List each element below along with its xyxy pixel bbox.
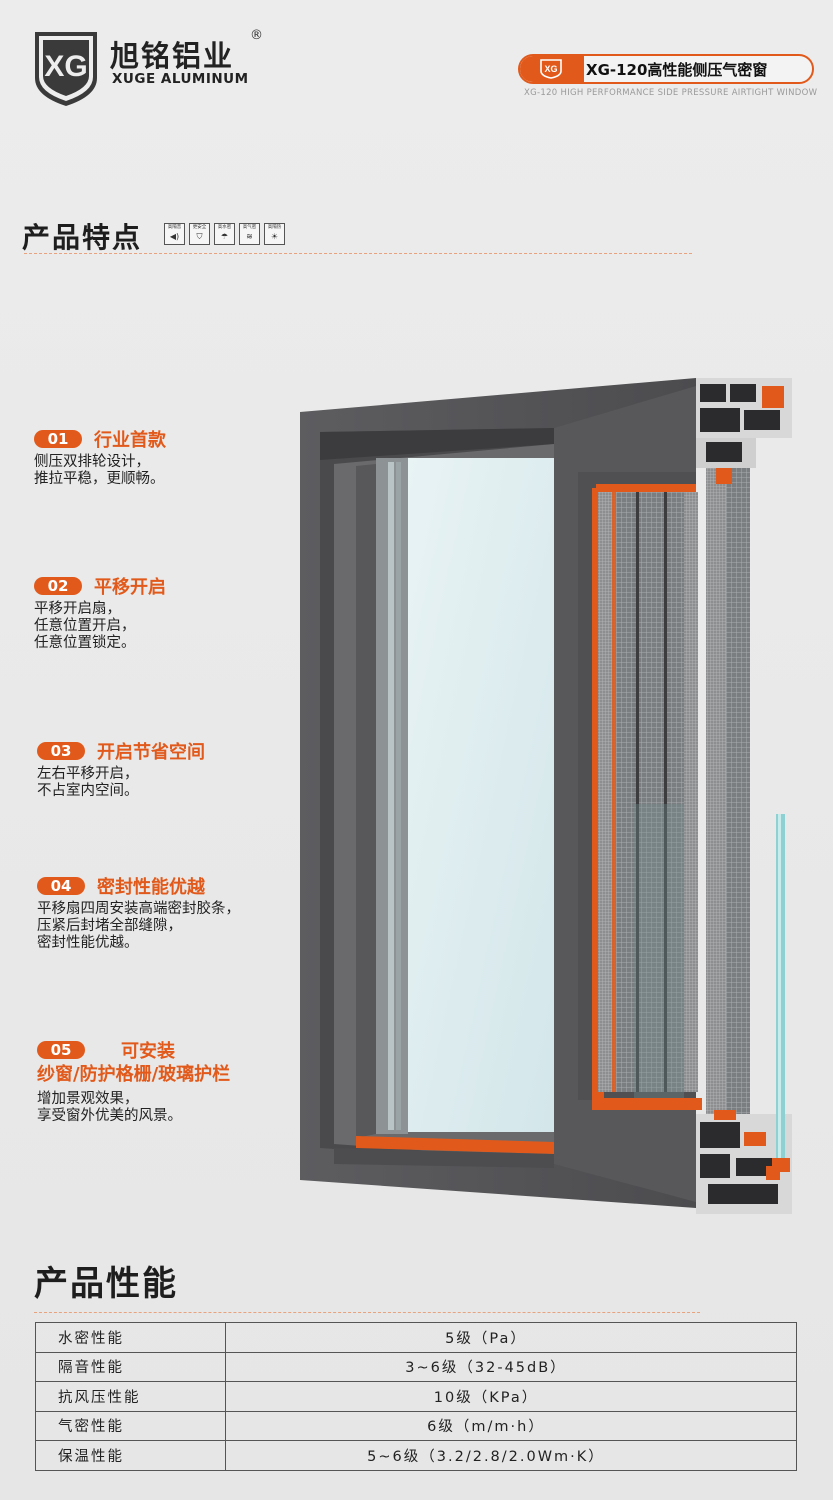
section-divider <box>24 253 692 254</box>
feature-desc-line: 左右平移开启， <box>37 766 139 782</box>
feature-desc-line: 推拉平稳，更顺畅。 <box>34 471 165 487</box>
table-row: 气密性能 6级（m/m·h） <box>35 1410 797 1441</box>
brand-logo: XG <box>35 32 97 106</box>
feature-title: 密封性能优越 <box>97 877 205 898</box>
feature-desc-line: 侧压双排轮设计， <box>34 454 150 470</box>
feature-number-badge: 02 <box>34 577 82 595</box>
feature-item: 02 平移开启 平移开启扇， 任意位置开启， 任意位置锁定。 <box>34 573 166 652</box>
feature-desc-line: 任意位置开启， <box>34 618 136 634</box>
feature-desc-line: 密封性能优越。 <box>37 935 139 951</box>
feature-desc-line: 平移开启扇， <box>34 601 121 617</box>
performance-heading: 产品性能 <box>34 1264 178 1304</box>
small-logo-icon: XG <box>540 59 562 79</box>
feature-item: 03 开启节省空间 左右平移开启， 不占室内空间。 <box>37 738 205 800</box>
feature-title: 行业首款 <box>94 430 166 451</box>
performance-table: 水密性能 5级（Pa） 隔音性能 3~6级（32-45dB） 抗风压性能 10级… <box>35 1322 797 1471</box>
table-row: 水密性能 5级（Pa） <box>35 1322 797 1353</box>
feature-number-badge: 01 <box>34 430 82 448</box>
wind-icon: 高气密≋ <box>239 223 260 245</box>
model-badge-logo-block: XG <box>520 56 584 82</box>
section-divider <box>34 1312 700 1313</box>
sun-icon: 高隔热☀ <box>264 223 285 245</box>
feature-number-badge: 03 <box>37 742 85 760</box>
feature-number-badge: 04 <box>37 877 85 895</box>
feature-desc-line: 压紧后封堵全部缝隙， <box>37 918 182 934</box>
table-cell-name: 气密性能 <box>35 1410 226 1441</box>
feature-desc-line: 任意位置锁定。 <box>34 635 136 651</box>
speaker-icon: 高隔音◀) <box>164 223 185 245</box>
feature-title: 开启节省空间 <box>97 742 205 763</box>
feature-desc-line: 平移扇四周安装高端密封胶条， <box>37 901 240 917</box>
table-cell-value: 10级（KPa） <box>225 1381 797 1412</box>
feature-desc-line: 不占室内空间。 <box>37 783 139 799</box>
table-row: 抗风压性能 10级（KPa） <box>35 1381 797 1412</box>
model-subtitle-en: XG-120 HIGH PERFORMANCE SIDE PRESSURE AI… <box>524 88 818 98</box>
table-cell-name: 保温性能 <box>35 1440 226 1471</box>
table-cell-name: 抗风压性能 <box>35 1381 226 1412</box>
model-badge: XG XG-120高性能侧压气密窗 <box>518 54 814 84</box>
table-cell-value: 5~6级（3.2/2.8/2.0Wm·K） <box>225 1440 797 1471</box>
feature-icon-row: 高隔音◀) 更安全⛉ 高水密☂ 高气密≋ 高隔热☀ <box>164 223 285 245</box>
table-row: 隔音性能 3~6级（32-45dB） <box>35 1351 797 1382</box>
rain-icon: 高水密☂ <box>214 223 235 245</box>
table-cell-name: 隔音性能 <box>35 1351 226 1382</box>
table-cell-value: 5级（Pa） <box>225 1322 797 1353</box>
feature-title: 可安装 <box>121 1041 175 1062</box>
registered-mark: ® <box>250 28 263 43</box>
table-cell-value: 3~6级（32-45dB） <box>225 1351 797 1382</box>
feature-number-badge: 05 <box>37 1041 85 1059</box>
feature-item: 05 可安装 纱窗/防护格栅/玻璃护栏 增加景观效果， 享受窗外优美的风景。 <box>37 1037 230 1125</box>
feature-desc-line: 增加景观效果， <box>37 1091 139 1107</box>
brand-name-en: XUGE ALUMINUM <box>112 71 249 87</box>
window-product-image <box>300 378 792 1214</box>
feature-desc-line: 享受窗外优美的风景。 <box>37 1108 182 1124</box>
feature-item: 01 行业首款 侧压双排轮设计， 推拉平稳，更顺畅。 <box>34 426 166 488</box>
model-title: XG-120高性能侧压气密窗 <box>586 61 768 79</box>
table-cell-name: 水密性能 <box>35 1322 226 1353</box>
feature-item: 04 密封性能优越 平移扇四周安装高端密封胶条， 压紧后封堵全部缝隙， 密封性能优… <box>37 873 240 952</box>
feature-title: 平移开启 <box>94 577 166 598</box>
features-heading: 产品特点 <box>22 221 143 254</box>
table-row: 保温性能 5~6级（3.2/2.8/2.0Wm·K） <box>35 1440 797 1471</box>
shield-icon: 更安全⛉ <box>189 223 210 245</box>
brand-name-cn: 旭铭铝业 <box>110 39 235 73</box>
svg-text:XG: XG <box>44 50 87 83</box>
svg-text:XG: XG <box>544 64 557 74</box>
feature-title-line2: 纱窗/防护格栅/玻璃护栏 <box>37 1064 231 1085</box>
table-cell-value: 6级（m/m·h） <box>225 1410 797 1441</box>
